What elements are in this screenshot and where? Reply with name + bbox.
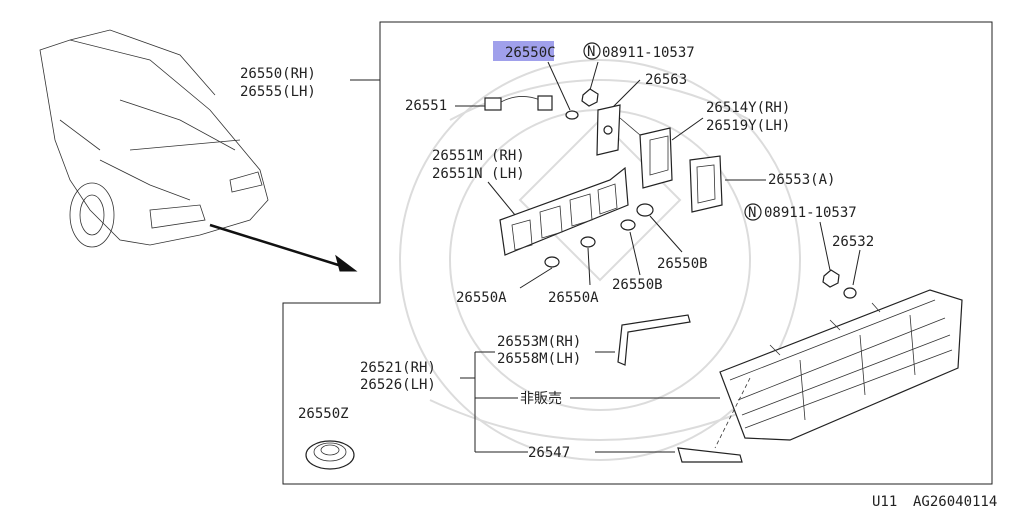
- label-lamp-lh[interactable]: 26519Y(LH): [706, 118, 790, 134]
- bulb-c-part: [565, 110, 579, 120]
- footer-model: U11: [872, 494, 897, 510]
- bulb-b-parts: [620, 203, 654, 231]
- gasket-part: [689, 155, 723, 213]
- label-assy-lh: 26555(LH): [240, 84, 316, 100]
- label-housing-rh[interactable]: 26551M (RH): [432, 148, 525, 164]
- label-washer[interactable]: 26532: [832, 234, 874, 250]
- label-nut-circle2: N: [748, 205, 756, 221]
- leader-nut-mid: [819, 221, 831, 271]
- seal-part: [617, 314, 691, 366]
- label-bulb-b2[interactable]: 26550B: [612, 277, 663, 293]
- combination-lamp-part: [714, 289, 963, 449]
- finisher-part: [677, 447, 743, 463]
- label-finisher[interactable]: 26547: [528, 445, 570, 461]
- callout-arrowhead: [335, 254, 358, 272]
- leader-washer: [852, 249, 861, 286]
- label-housing-lh[interactable]: 26551N (LH): [432, 166, 525, 182]
- label-bulb-a1[interactable]: 26550A: [456, 290, 507, 306]
- leader-bulb-b2: [629, 231, 641, 276]
- label-nut-top[interactable]: 08911-10537: [602, 45, 695, 61]
- car-illustration: [39, 29, 269, 248]
- label-socket-wire[interactable]: 26551: [405, 98, 447, 114]
- leader-nut-top: [589, 61, 599, 91]
- leader-plate: [609, 79, 641, 111]
- washer-part: [843, 287, 857, 299]
- callout-arrow: [209, 223, 349, 270]
- diagram-frame: [282, 21, 993, 485]
- label-grommet[interactable]: 26550Z: [298, 406, 349, 422]
- housing-part: [499, 166, 629, 256]
- nut-circle2-icon: [744, 203, 762, 221]
- plate-hole: [603, 125, 613, 135]
- lamp-unit-part: [619, 117, 673, 189]
- nut-mid-part: [822, 269, 840, 288]
- label-bulb-b1[interactable]: 26550B: [657, 256, 708, 272]
- label-not-for-sale: 非販売: [520, 391, 562, 407]
- grommet-part: [305, 440, 355, 470]
- nut-circle-icon: [583, 42, 601, 60]
- label-plate[interactable]: 26563: [645, 72, 687, 88]
- label-assy-rh: 26550(RH): [240, 66, 316, 82]
- leader-combo-bracket: [460, 351, 528, 453]
- leader-lamp: [671, 117, 704, 141]
- label-bulb-c[interactable]: 26550C: [505, 45, 556, 61]
- socket-wire-part: [484, 95, 553, 111]
- label-combo-lh[interactable]: 26526(LH): [360, 377, 436, 393]
- label-seal-rh[interactable]: 26553M(RH): [497, 334, 581, 350]
- label-seal-lh[interactable]: 26558M(LH): [497, 351, 581, 367]
- highlight-selected-part: [493, 41, 554, 61]
- label-gasket[interactable]: 26553(A): [768, 172, 835, 188]
- footer-code: AG26040114: [913, 494, 997, 510]
- leader-bulb-a1: [519, 267, 553, 289]
- nut-top-part: [581, 88, 599, 107]
- label-bulb-a2[interactable]: 26550A: [548, 290, 599, 306]
- label-nut-mid[interactable]: 08911-10537: [764, 205, 857, 221]
- label-nut-circle: N: [587, 44, 595, 60]
- label-combo-rh[interactable]: 26521(RH): [360, 360, 436, 376]
- leader-bulb-c: [547, 61, 571, 111]
- leader-bulb-b1: [649, 215, 683, 253]
- bulb-a-parts: [544, 236, 596, 268]
- leader-bulb-a2: [587, 247, 591, 286]
- leader-housing: [487, 181, 516, 216]
- label-lamp-rh[interactable]: 26514Y(RH): [706, 100, 790, 116]
